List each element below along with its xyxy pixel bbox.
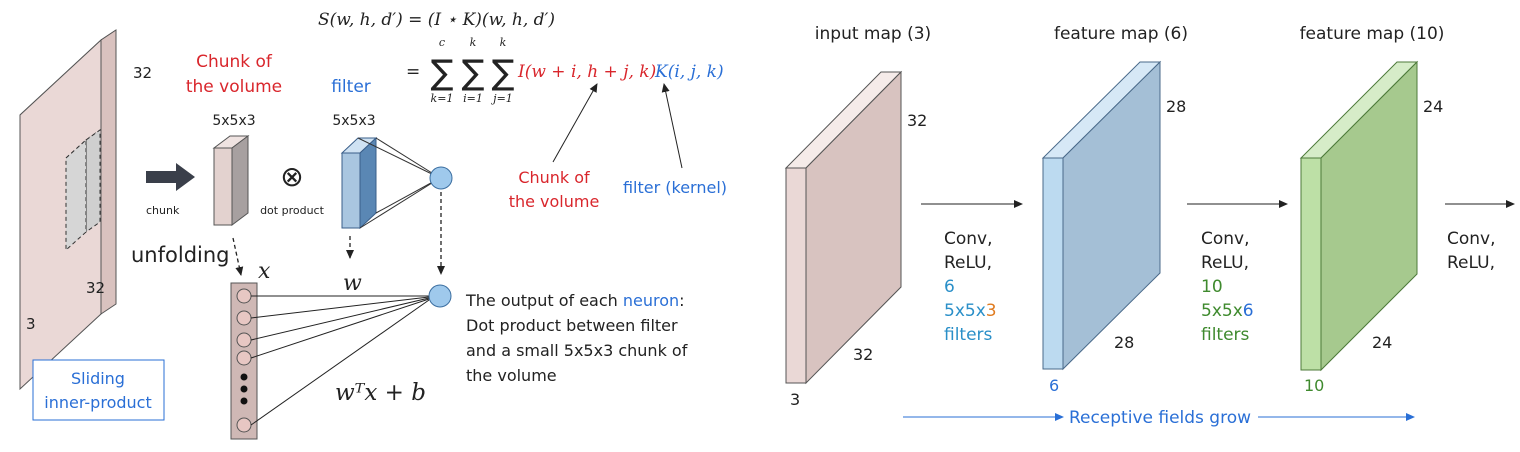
map-title-input: input map (3) (815, 24, 931, 44)
w-label: w (343, 271, 362, 296)
sliding-box (32, 359, 165, 421)
map-title-feature10: feature map (10) (1300, 24, 1445, 44)
output-description-line4: the volume (466, 366, 557, 385)
sum-j-top: k (500, 36, 507, 49)
conv2-line2: ReLU, (1201, 253, 1249, 273)
chunk-prism (212, 135, 250, 226)
formula-i-term: I(w + i, h + j, k) (517, 62, 656, 82)
input-volume (19, 29, 117, 391)
neuron-top (429, 166, 453, 190)
conv2-line3: 10 (1201, 277, 1223, 297)
formula-lhs: S(w, h, d′) = (I ⋆ K)(w, h, d′) (318, 10, 555, 30)
sum-i-top: k (470, 36, 477, 49)
feature10-depth-label: 10 (1304, 376, 1324, 395)
feature-map-10-prism (1299, 60, 1419, 372)
sum-k-bottom: k=1 (431, 92, 454, 105)
sum-k-top: c (439, 36, 445, 49)
input-map-prism (784, 70, 903, 385)
output-description-line3: and a small 5x5x3 chunk of (466, 341, 688, 360)
input-map-bottom-label: 32 (853, 345, 873, 364)
sum-j-symbol: ∑ (492, 53, 515, 93)
conv1-line3: 6 (944, 277, 955, 297)
sliding-line1: Sliding (71, 369, 125, 388)
chunk-callout-line2: the volume (509, 192, 600, 211)
conv1-line5: filters (944, 325, 993, 345)
chunk-size: 5x5x3 (212, 113, 255, 129)
feature10-top-label: 24 (1423, 97, 1443, 116)
feature6-top-label: 28 (1166, 97, 1186, 116)
dashed-arrow-chunk (232, 237, 244, 276)
volume-label-32-top: 32 (133, 64, 152, 82)
conv3-line2: ReLU, (1447, 253, 1495, 273)
wtx-label: wᵀx + b (335, 380, 426, 406)
callout-arrow-filter (661, 83, 683, 169)
filter-prism (340, 136, 441, 230)
input-map-top-label: 32 (907, 111, 927, 130)
filter-callout: filter (kernel) (623, 178, 727, 197)
conv1-line2: ReLU, (944, 253, 992, 273)
volume-label-3: 3 (26, 315, 36, 333)
conv2-line1: Conv, (1201, 229, 1250, 249)
sum-k-symbol: ∑ (431, 53, 454, 93)
feature6-depth-label: 6 (1049, 376, 1059, 395)
formula-sums: c ∑ k=1 k ∑ i=1 k ∑ j=1 (431, 36, 515, 105)
sum-i-bottom: i=1 (463, 92, 483, 105)
sum-i-symbol: ∑ (462, 53, 485, 93)
dot-product-symbol: ⊗ (280, 160, 303, 193)
sum-j-bottom: j=1 (490, 92, 513, 105)
output-description-line1: The output of each neuron: (465, 291, 685, 310)
filter-title: filter (331, 77, 371, 97)
callout-arrow-chunk (552, 83, 598, 163)
volume-label-32-bottom: 32 (86, 279, 105, 297)
unfolded-column (230, 282, 430, 440)
unfolding-label: unfolding (131, 243, 230, 267)
receptive-fields-label: Receptive fields grow (1069, 408, 1251, 428)
feature-map-6-prism (1041, 60, 1162, 371)
chunk-arrow-label: chunk (146, 204, 180, 217)
filter-size: 5x5x3 (332, 113, 375, 129)
map-title-feature6: feature map (6) (1054, 24, 1188, 44)
output-description-line2: Dot product between filter (466, 316, 678, 335)
formula-k-term: K(i, j, k) (654, 62, 724, 82)
chunk-title-line1: Chunk of (196, 52, 273, 72)
dot-product-label: dot product (260, 204, 325, 217)
chunk-title-line2: the volume (186, 77, 282, 97)
conv3-line1: Conv, (1447, 229, 1496, 249)
formula-eq: = (406, 62, 420, 82)
feature6-bottom-label: 28 (1114, 333, 1134, 352)
conv2-line4: 5x5x6 (1201, 301, 1254, 321)
conv2-line5: filters (1201, 325, 1250, 345)
sliding-line2: inner-product (44, 393, 151, 412)
input-map-depth-label: 3 (790, 390, 800, 409)
x-label: x (258, 259, 271, 284)
conv1-line4: 5x5x3 (944, 301, 997, 321)
feature10-bottom-label: 24 (1372, 333, 1392, 352)
chunk-arrow (146, 163, 195, 191)
conv1-line1: Conv, (944, 229, 993, 249)
neuron-output (428, 284, 452, 308)
chunk-callout-line1: Chunk of (518, 168, 590, 187)
